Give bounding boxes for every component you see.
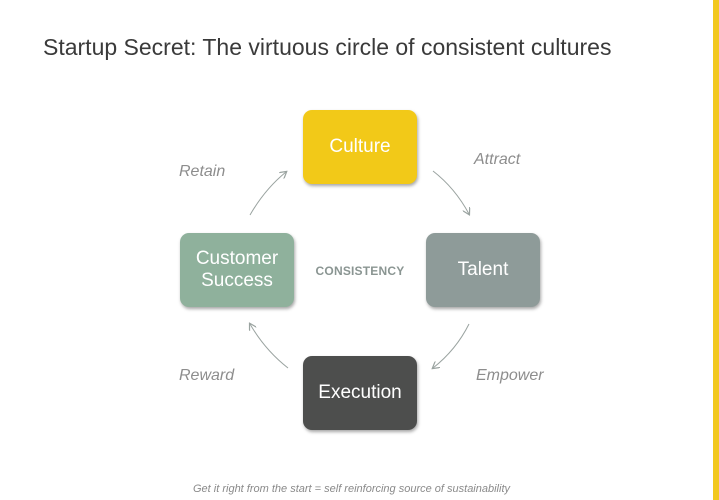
node-customer-success-label: Customer Success: [195, 248, 279, 291]
accent-bar: [713, 0, 719, 500]
slide-title: Startup Secret: The virtuous circle of c…: [43, 34, 612, 60]
arrow-customer-to-culture: [249, 172, 286, 216]
arrow-culture-to-talent: [432, 170, 469, 214]
node-talent-label: Talent: [457, 259, 509, 280]
node-execution-label: Execution: [318, 382, 402, 403]
center-label: CONSISTENCY: [315, 264, 405, 278]
arrow-execution-to-customer: [250, 324, 289, 369]
node-culture-label: Culture: [329, 136, 391, 157]
node-talent: Talent: [426, 233, 540, 307]
edge-label-reward: Reward: [179, 367, 235, 384]
node-execution: Execution: [303, 356, 417, 430]
footer-caption: Get it right from the start = self reinf…: [193, 483, 510, 495]
edge-label-empower: Empower: [476, 367, 544, 384]
arrow-talent-to-execution: [433, 323, 470, 368]
node-customer-success: Customer Success: [180, 233, 294, 307]
edge-label-attract: Attract: [474, 151, 521, 168]
node-culture: Culture: [303, 110, 417, 184]
edge-label-retain: Retain: [179, 163, 226, 180]
